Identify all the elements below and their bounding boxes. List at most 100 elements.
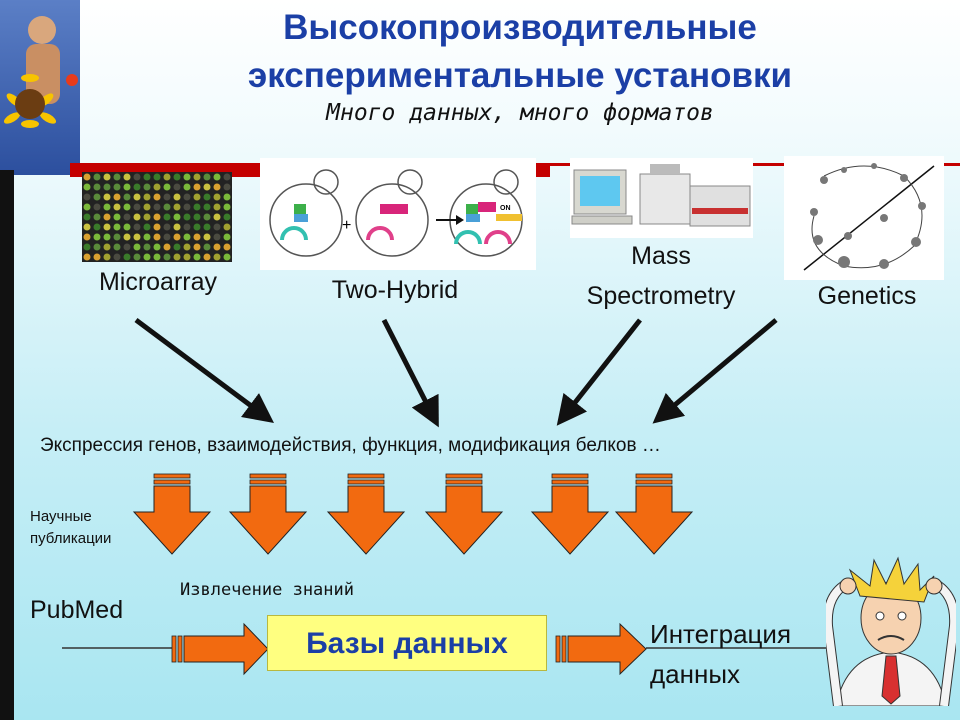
microarray-spot — [133, 193, 141, 201]
microarray-spot — [213, 203, 221, 211]
microarray-spot — [163, 183, 171, 191]
microarray-spot — [173, 253, 181, 261]
microarray-spot — [83, 223, 91, 231]
microarray-spot — [123, 213, 131, 221]
microarray-spot — [83, 213, 91, 221]
microarray-spot — [83, 233, 91, 241]
microarray-spot — [183, 193, 191, 201]
microarray-spot — [113, 233, 121, 241]
plus-sign: + — [342, 217, 351, 234]
on-label: ON — [500, 205, 511, 212]
microarray-spot — [183, 213, 191, 221]
microarray-spot — [93, 213, 101, 221]
microarray-spot — [113, 213, 121, 221]
arrow-mass-spectrometry — [556, 318, 642, 426]
microarray-spot — [193, 173, 201, 181]
microarray-spot — [203, 183, 211, 191]
microarray-spot — [193, 193, 201, 201]
stressed-person-icon — [826, 556, 956, 706]
microarray-spot — [113, 253, 121, 261]
microarray-spot — [163, 253, 171, 261]
two-hybrid-diagram: + ON — [260, 158, 536, 270]
microarray-spot — [203, 223, 211, 231]
microarray-spot — [103, 213, 111, 221]
microarray-spot — [123, 183, 131, 191]
microarray-spot — [163, 213, 171, 221]
microarray-spot — [163, 173, 171, 181]
microarray-spot — [93, 193, 101, 201]
microarray-spot — [213, 183, 221, 191]
microarray-spot — [143, 223, 151, 231]
microarray-spot — [103, 183, 111, 191]
microarray-spot — [153, 223, 161, 231]
microarray-spot — [133, 213, 141, 221]
publications-line2: публикации — [30, 530, 112, 547]
arrow-microarray — [134, 317, 275, 423]
microarray-spot — [163, 193, 171, 201]
microarray-spot — [113, 243, 121, 251]
microarray-spot — [103, 173, 111, 181]
microarray-spot — [143, 203, 151, 211]
microarray-spot — [83, 173, 91, 181]
microarray-spot — [113, 183, 121, 191]
microarray-spot — [83, 193, 91, 201]
microarray-spot — [223, 203, 231, 211]
microarray-spot — [193, 213, 201, 221]
title-line-1: Высокопроизводительные — [283, 8, 757, 47]
microarray-spot — [123, 233, 131, 241]
expression-text: Экспрессия генов, взаимодействия, функци… — [40, 435, 661, 456]
microarray-spot — [223, 183, 231, 191]
right-arrow-to-database — [171, 622, 269, 676]
microarray-spot — [143, 173, 151, 181]
microarray-spot — [143, 233, 151, 241]
microarray-spot — [93, 223, 101, 231]
down-arrow — [228, 473, 308, 555]
integration-label: Интеграция данных — [650, 614, 791, 694]
microarray-spot — [113, 173, 121, 181]
microarray-spot — [203, 233, 211, 241]
microarray-spot — [173, 213, 181, 221]
microarray-spot — [223, 243, 231, 251]
microarray-spot — [83, 183, 91, 191]
integration-line1: Интеграция — [650, 619, 792, 649]
microarray-spot — [183, 203, 191, 211]
microarray-label: Microarray — [98, 268, 218, 296]
microarray-spot — [183, 223, 191, 231]
microarray-spot — [183, 173, 191, 181]
microarray-spot — [133, 223, 141, 231]
microarray-spot — [143, 253, 151, 261]
microarray-spot — [173, 193, 181, 201]
microarray-spot — [123, 193, 131, 201]
microarray-spot — [163, 203, 171, 211]
down-arrow — [530, 473, 610, 555]
microarray-spot — [93, 203, 101, 211]
left-black-bar — [0, 170, 14, 720]
microarray-spot — [163, 243, 171, 251]
microarray-spot — [223, 213, 231, 221]
microarray-spot — [173, 223, 181, 231]
microarray-spot — [153, 253, 161, 261]
microarray-spot — [153, 193, 161, 201]
microarray-spot — [213, 193, 221, 201]
microarray-spot — [103, 253, 111, 261]
arrow-two-hybrid — [381, 318, 439, 428]
microarray-spot — [93, 233, 101, 241]
microarray-spot — [103, 243, 111, 251]
microarray-spot — [173, 183, 181, 191]
mass-spectrometry-label: Mass Spectrometry — [556, 236, 766, 316]
microarray-spot — [133, 243, 141, 251]
microarray-spot — [203, 243, 211, 251]
microarray-spot — [223, 193, 231, 201]
microarray-spot — [103, 233, 111, 241]
microarray-spot — [173, 203, 181, 211]
microarray-spot — [123, 223, 131, 231]
microarray-spot — [203, 173, 211, 181]
microarray-spot — [183, 233, 191, 241]
two-hybrid-label: Two-Hybrid — [331, 276, 459, 304]
microarray-spot — [113, 203, 121, 211]
down-arrow — [326, 473, 406, 555]
microarray-spot — [193, 243, 201, 251]
microarray-spot — [93, 253, 101, 261]
microarray-spot — [193, 183, 201, 191]
microarray-spot — [93, 173, 101, 181]
